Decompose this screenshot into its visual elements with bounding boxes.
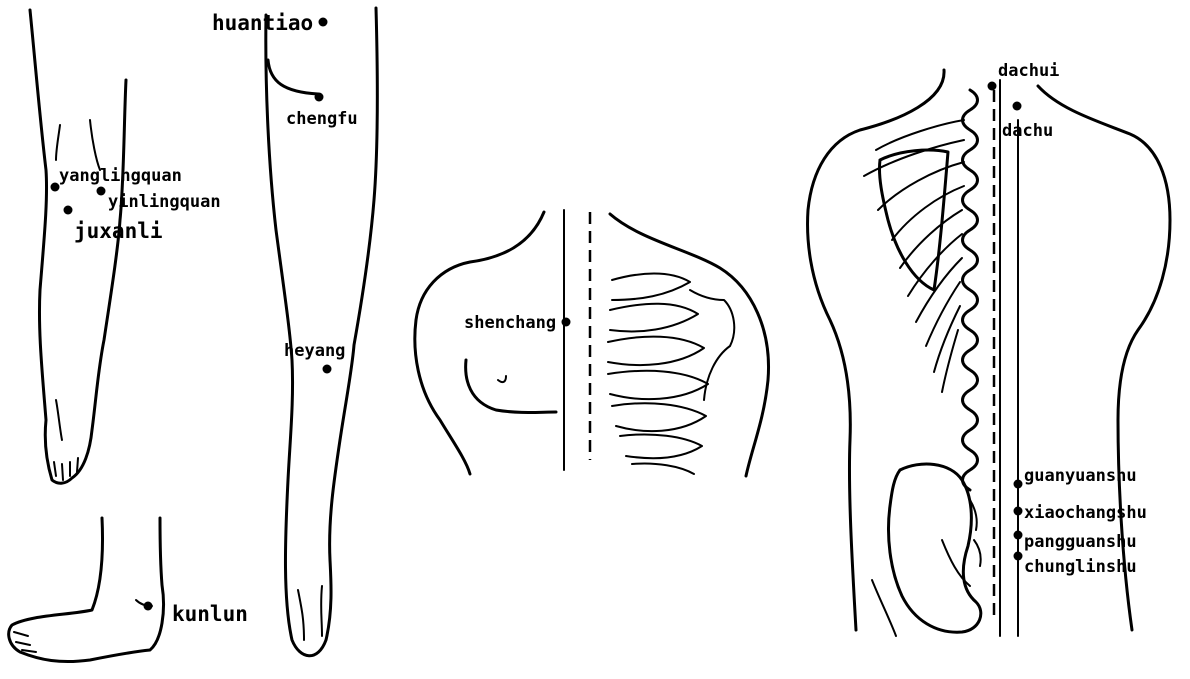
label-dachu: dachu <box>1002 121 1053 141</box>
label-heyang: heyang <box>284 341 345 361</box>
chest-figure <box>415 210 769 476</box>
xiaochangshu-point <box>1014 507 1023 516</box>
label-kunlun: kunlun <box>172 602 248 626</box>
acupoint-labels: huantiao chengfu yanglingquan yinlingqua… <box>59 11 1147 626</box>
shenchang-point <box>562 318 571 327</box>
foot-figure <box>9 518 164 662</box>
label-shenchang: shenchang <box>464 313 556 333</box>
chest-ribs <box>608 274 708 475</box>
pangguangshu-point <box>1014 531 1023 540</box>
label-yinlingquan: yinlingquan <box>108 192 221 212</box>
heyang-point <box>323 365 332 374</box>
posterior-leg-figure <box>266 8 377 656</box>
guanyuanshu-point <box>1014 480 1023 489</box>
kunlun-point <box>144 602 153 611</box>
label-guanyuanshu: guanyuanshu <box>1024 466 1137 486</box>
huantiao-point <box>319 18 328 27</box>
dachu-point <box>1013 102 1022 111</box>
label-chengfu: chengfu <box>286 109 358 129</box>
chengfu-point <box>315 93 324 102</box>
label-dachui: dachui <box>998 61 1059 81</box>
yinlingquan-point <box>97 187 106 196</box>
label-chunglinshu: chunglinshu <box>1024 557 1137 577</box>
label-pangguangshu: pangguanshu <box>1024 532 1137 552</box>
lateral-leg-figure <box>30 10 126 483</box>
label-zusanli: juxanli <box>74 219 163 243</box>
label-huantiao: huantiao <box>212 11 313 35</box>
zusanli-point <box>64 206 73 215</box>
dachui-point <box>988 82 997 91</box>
label-xiaochangshu: xiaochangshu <box>1024 503 1147 523</box>
chunglinshu-point <box>1014 552 1023 561</box>
label-yanglingquan: yanglingquan <box>59 166 182 186</box>
